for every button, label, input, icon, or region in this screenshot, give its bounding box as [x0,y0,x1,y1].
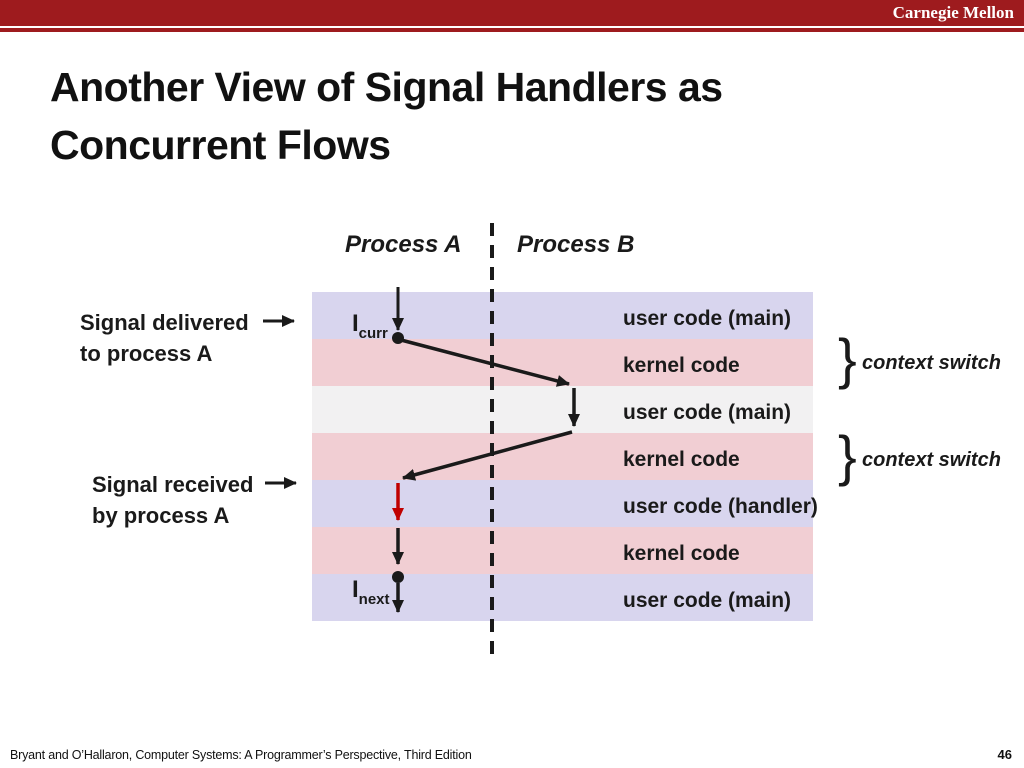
signal-delivered-line2: to process A [80,341,213,366]
band-user-main-2 [312,386,813,433]
flow-line-back-to-a [402,430,573,481]
process-b-label: Process B [517,231,634,258]
header-rule [0,28,1024,32]
page-title: Another View of Signal Handlers as Concu… [50,58,910,174]
inext-label: Inext [352,576,390,608]
band-label: user code (main) [623,589,791,612]
band-label: kernel code [623,448,740,471]
page-title-line2: Concurrent Flows [50,122,391,168]
icurr-label: Icurr [352,310,388,342]
process-a-label: Process A [345,231,462,258]
signal-delivered-line1: Signal delivered [80,310,249,335]
band-label: user code (handler) [623,495,818,518]
band-label: kernel code [623,542,740,565]
context-switch-label-1: context switch [862,352,1001,374]
page-title-line1: Another View of Signal Handlers as [50,64,723,110]
brand-logo-text: Carnegie Mellon [892,3,1014,22]
header-bar: Carnegie Mellon [0,0,1024,26]
band-label: user code (main) [623,307,791,330]
context-switch-brace-1: } [838,327,857,390]
signal-received-line2: by process A [92,503,229,528]
inext-point [392,571,404,583]
band-kernel-2 [312,433,813,480]
band-user-main-1 [312,292,813,339]
icurr-point [392,332,404,344]
footer-citation: Bryant and O’Hallaron, Computer Systems:… [10,748,472,762]
context-switch-label-2: context switch [862,449,1001,471]
band-kernel-3 [312,527,813,574]
signal-received-line1: Signal received [92,472,253,497]
page-number: 46 [997,747,1012,762]
band-label: user code (main) [623,401,791,424]
band-label: kernel code [623,354,740,377]
flow-line-to-kernel [400,338,570,387]
context-switch-brace-2: } [838,424,857,487]
